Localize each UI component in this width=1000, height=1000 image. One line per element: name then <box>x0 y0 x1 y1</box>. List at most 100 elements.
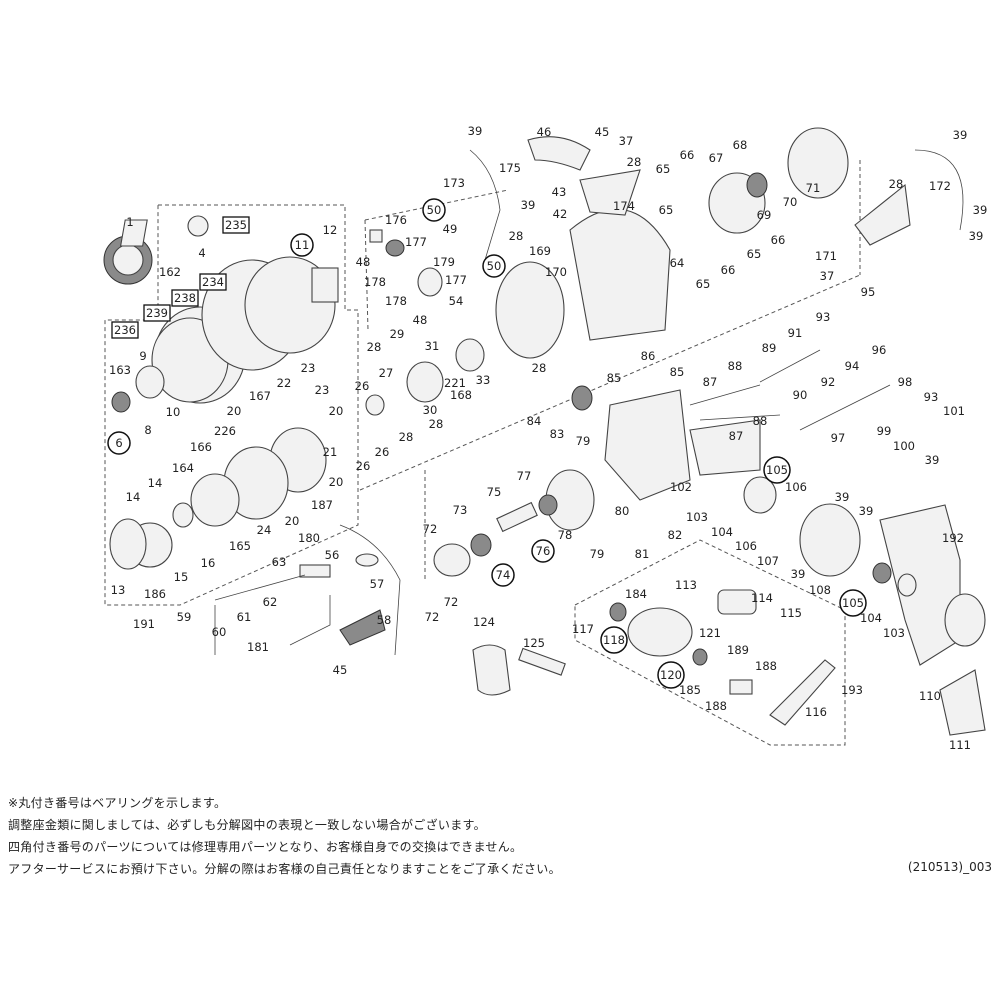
part-number-label: 72 <box>444 595 459 609</box>
part-number-label: 70 <box>783 195 798 209</box>
part-number-label: 193 <box>841 683 863 697</box>
part-number-label: 57 <box>370 577 385 591</box>
part-number-label: 169 <box>529 244 551 258</box>
spool-collar-part <box>135 365 165 399</box>
part-number-label: 177 <box>445 273 467 287</box>
bail-support-part <box>579 169 641 216</box>
repair-only-part-label: 234 <box>202 275 224 289</box>
knob-bearing-part <box>609 602 627 622</box>
part-number-label: 15 <box>174 570 189 584</box>
side-plate-part <box>944 593 986 647</box>
repair-only-part-label: 235 <box>225 218 247 232</box>
part-number-label: 115 <box>780 606 802 620</box>
part-number-label: 86 <box>641 349 656 363</box>
part-number-label: 39 <box>953 128 968 142</box>
part-number-label: 4 <box>198 246 205 260</box>
part-number-label: 117 <box>572 622 594 636</box>
part-number-label: 24 <box>257 523 272 537</box>
part-number-label: 110 <box>919 689 941 703</box>
part-number-label: 28 <box>367 340 382 354</box>
part-number-label: 65 <box>656 162 671 176</box>
spool-bearing-part <box>111 391 131 413</box>
bail-wire-part <box>469 149 501 261</box>
oscillation-rod-part <box>699 414 781 421</box>
part-number-label: 83 <box>550 427 565 441</box>
bearing-part-label: 105 <box>766 463 788 477</box>
part-number-label: 186 <box>144 587 166 601</box>
part-number-label: 43 <box>552 185 567 199</box>
bearing-part-label: 50 <box>427 203 442 217</box>
drag-spring-part <box>190 473 240 527</box>
part-number-label: 26 <box>356 459 371 473</box>
handle-arm-part <box>769 659 836 726</box>
part-number-label: 39 <box>835 490 850 504</box>
part-number-label: 39 <box>468 124 483 138</box>
frame-line <box>364 219 369 331</box>
bearing-label-circle <box>422 198 446 222</box>
part-number-label: 28 <box>532 361 547 375</box>
part-number-label: 26 <box>355 379 370 393</box>
part-number-label: 106 <box>785 480 807 494</box>
part-number-label: 75 <box>487 485 502 499</box>
part-number-label: 121 <box>699 626 721 640</box>
part-number-label: 85 <box>607 371 622 385</box>
part-number-label: 20 <box>227 404 242 418</box>
part-number-label: 20 <box>329 404 344 418</box>
bearing-part-label: 11 <box>295 238 310 252</box>
rotor-cover-part <box>495 261 565 359</box>
part-number-label: 125 <box>523 636 545 650</box>
spool-hub-part <box>311 267 339 303</box>
repair-label-box <box>143 304 171 322</box>
part-number-label: 166 <box>190 440 212 454</box>
bearing-part-label: 118 <box>603 633 625 647</box>
part-number-label: 28 <box>429 417 444 431</box>
part-number-label: 104 <box>711 525 733 539</box>
part-number-label: 97 <box>831 431 846 445</box>
body-collar-part <box>897 573 917 597</box>
part-number-label: 21 <box>323 445 338 459</box>
part-number-label: 16 <box>201 556 216 570</box>
repair-only-part-label: 238 <box>174 291 196 305</box>
part-number-label: 96 <box>872 343 887 357</box>
gear-cover-part <box>689 419 761 476</box>
part-number-label: 171 <box>815 249 837 263</box>
part-number-label: 39 <box>859 504 874 518</box>
shim-note: 調整座金類に関しましては、必ずしも分解図中の表現と一致しない場合がございます。 <box>8 818 486 832</box>
part-number-label: 39 <box>969 229 984 243</box>
handle-knob-part <box>627 607 693 657</box>
part-number-label: 187 <box>311 498 333 512</box>
part-number-label: 66 <box>771 233 786 247</box>
part-number-label: 178 <box>364 275 386 289</box>
part-number-label: 28 <box>509 229 524 243</box>
part-number-label: 84 <box>527 414 542 428</box>
part-number-label: 124 <box>473 615 495 629</box>
part-number-label: 66 <box>680 148 695 162</box>
bearing-part-label: 6 <box>115 436 122 450</box>
repair-label-box <box>222 216 250 234</box>
oscillation-rod-part <box>689 384 761 406</box>
part-number-label: 14 <box>148 476 163 490</box>
part-number-label: 81 <box>635 547 650 561</box>
bearing-retainer-part <box>433 543 471 577</box>
part-number-label: 114 <box>751 591 773 605</box>
part-number-label: 188 <box>705 699 727 713</box>
part-number-label: 28 <box>399 430 414 444</box>
bearing-label-circle <box>482 254 506 278</box>
part-number-label: 95 <box>861 285 876 299</box>
part-number-label: 8 <box>144 423 151 437</box>
part-number-label: 65 <box>696 277 711 291</box>
stopper-lever-part <box>214 595 331 655</box>
part-number-label: 78 <box>558 528 573 542</box>
part-number-label: 179 <box>433 255 455 269</box>
part-number-label: 188 <box>755 659 777 673</box>
bearing-label-circle <box>839 589 867 617</box>
part-number-label: 69 <box>757 208 772 222</box>
stopper-part <box>299 564 331 578</box>
part-number-label: 170 <box>545 265 567 279</box>
stopper-rod-part <box>214 574 306 601</box>
part-number-label: 88 <box>728 359 743 373</box>
part-number-label: 14 <box>126 490 141 504</box>
part-number-label: 39 <box>521 198 536 212</box>
bearing-label-circle <box>107 431 131 455</box>
